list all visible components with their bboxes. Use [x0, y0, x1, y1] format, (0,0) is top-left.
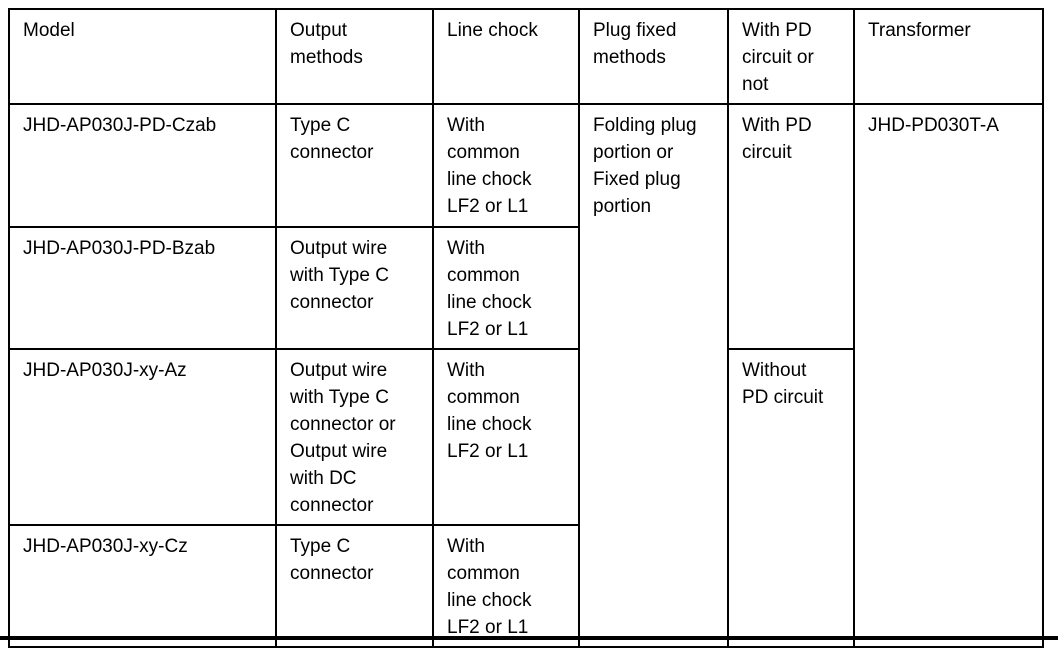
table-header-row: Model Output methods Line chock Plug fix…	[8, 8, 1044, 105]
cell-output-method-xycz: Type C connector	[275, 524, 434, 648]
header-cell-model: Model	[8, 8, 277, 105]
cell-output-method-czab: Type C connector	[275, 103, 434, 228]
header-cell-pd-circuit-or-not: With PD circuit or not	[727, 8, 855, 105]
cell-model-xyaz: JHD-AP030J-xy-Az	[8, 348, 277, 526]
model-spec-table: Model Output methods Line chock Plug fix…	[8, 8, 1044, 648]
header-cell-output-methods: Output methods	[275, 8, 434, 105]
cell-line-chock-xyaz: With common line chock LF2 or L1	[432, 348, 580, 526]
cell-line-chock-xycz: With common line chock LF2 or L1	[432, 524, 580, 648]
table-row: JHD-AP030J-PD-Czab Type C connector With…	[8, 103, 1044, 648]
cell-with-pd-circuit-merged: With PD circuit	[727, 103, 855, 350]
cell-without-pd-circuit-merged: Without PD circuit	[727, 348, 855, 648]
cell-model-xycz: JHD-AP030J-xy-Cz	[8, 524, 277, 648]
cell-transformer-merged: JHD-PD030T-A	[853, 103, 1044, 648]
cell-line-chock-czab: With common line chock LF2 or L1	[432, 103, 580, 228]
header-cell-plug-fixed-methods: Plug fixed methods	[578, 8, 729, 105]
header-cell-line-chock: Line chock	[432, 8, 580, 105]
header-cell-transformer: Transformer	[853, 8, 1044, 105]
cell-output-method-bzab: Output wire with Type C connector	[275, 226, 434, 350]
cell-line-chock-bzab: With common line chock LF2 or L1	[432, 226, 580, 350]
page-bottom-rule	[0, 636, 1058, 640]
cell-model-czab: JHD-AP030J-PD-Czab	[8, 103, 277, 228]
table-row: JHD-AP030J-PD-Bzab Output wire with Type…	[8, 226, 1043, 350]
cell-model-bzab: JHD-AP030J-PD-Bzab	[8, 226, 277, 350]
cell-output-method-xyaz: Output wire with Type C connector or Out…	[275, 348, 434, 526]
cell-plug-fixed-methods-merged: Folding plug portion or Fixed plug porti…	[578, 103, 729, 648]
table-row: JHD-AP030J-xy-Cz Type C connector With c…	[8, 524, 1043, 648]
